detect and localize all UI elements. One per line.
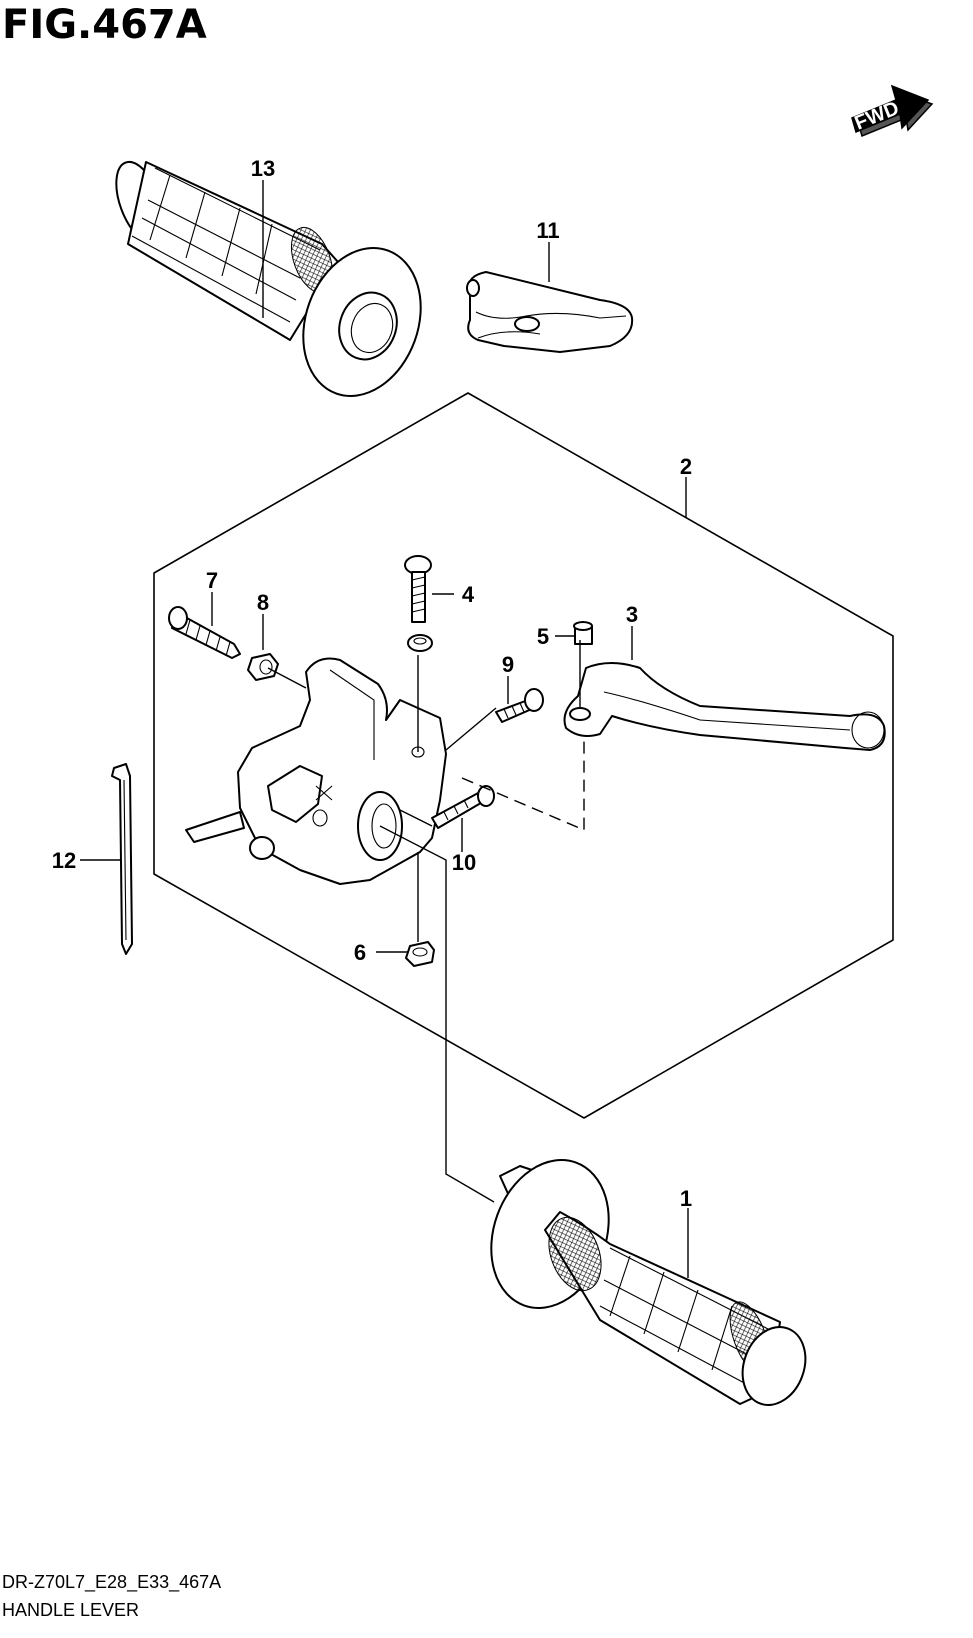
lever-cover — [466, 271, 634, 353]
callout-5: 5 — [537, 624, 549, 649]
figure-name: HANDLE LEVER — [2, 1600, 139, 1620]
leader-lines — [80, 180, 689, 1278]
nut-8 — [247, 653, 279, 681]
callout-7: 7 — [206, 568, 218, 593]
bolt-7 — [168, 606, 241, 659]
assembly-outline — [153, 392, 894, 1119]
grip-right — [490, 1159, 807, 1406]
callout-13: 13 — [251, 156, 275, 181]
callout-2: 2 — [680, 454, 692, 479]
nut-6 — [405, 941, 435, 967]
callout-labels: 1 2 3 4 5 6 7 8 9 10 11 12 13 — [52, 156, 692, 1211]
lever-holder — [185, 657, 447, 885]
callout-12: 12 — [52, 848, 76, 873]
bushing-5 — [573, 621, 593, 645]
bolt-9 — [495, 688, 544, 723]
callout-1: 1 — [680, 1186, 692, 1211]
callout-6: 6 — [354, 940, 366, 965]
callout-4: 4 — [462, 582, 475, 607]
callout-8: 8 — [257, 590, 269, 615]
lever-3 — [563, 662, 886, 751]
callout-10: 10 — [452, 850, 476, 875]
callout-9: 9 — [502, 652, 514, 677]
callout-3: 3 — [626, 602, 638, 627]
bolt-10 — [431, 785, 495, 829]
cable-tie-12 — [111, 763, 133, 955]
fwd-arrow-icon: FWD — [851, 84, 934, 138]
screw-4 — [404, 555, 433, 652]
figure-title: FIG.467A — [2, 2, 207, 48]
callout-11: 11 — [536, 218, 559, 243]
figure-code: DR-Z70L7_E28_E33_467A — [2, 1572, 221, 1593]
grip-left — [115, 160, 422, 397]
